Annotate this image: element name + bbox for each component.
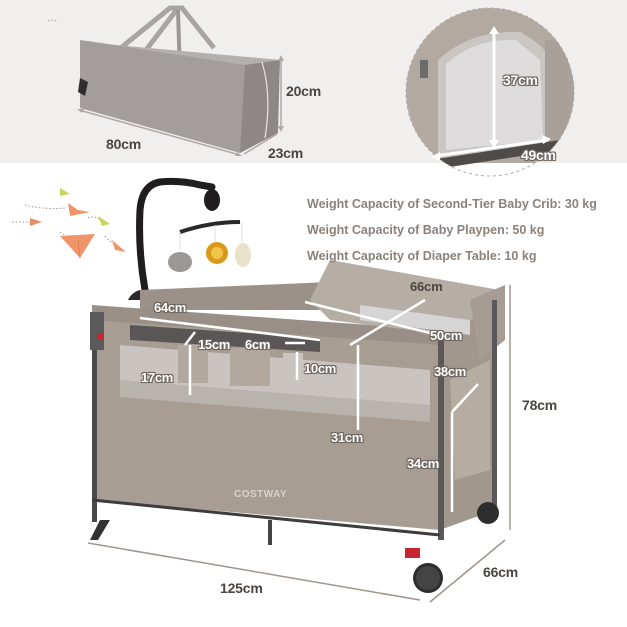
- storage-bag-icon: [77, 5, 284, 156]
- tier-depth-label: 31cm: [331, 430, 364, 445]
- bag-height-label: 20cm: [286, 83, 322, 99]
- organizer-width-label: 15cm: [198, 337, 231, 352]
- paper-planes-icon: [12, 19, 126, 259]
- dimension-arrows-grey: [87, 285, 511, 603]
- total-depth-label: 66cm: [483, 564, 519, 580]
- total-length-label: 125cm: [220, 580, 263, 596]
- table-length-label: 66cm: [410, 279, 443, 294]
- travel-crib-icon: [90, 260, 505, 593]
- bag-length-label: 80cm: [106, 136, 142, 152]
- table-width-label: 50cm: [430, 328, 463, 343]
- door-detail-icon: [405, 7, 575, 177]
- crib-mobile-icon: [128, 177, 251, 300]
- side-pocket-height-label: 34cm: [407, 456, 440, 471]
- organizer-gap-label: 6cm: [245, 337, 271, 352]
- dimension-arrows-white: [139, 298, 479, 512]
- brand-logo: COSTWAY: [234, 489, 288, 500]
- side-pocket-width-label: 38cm: [434, 364, 467, 379]
- bag-depth-label: 23cm: [268, 145, 304, 161]
- spec-second-tier: Weight Capacity of Second-Tier Baby Crib…: [307, 197, 597, 211]
- door-width-label: 49cm: [521, 147, 556, 163]
- tier-length-label: 64cm: [154, 300, 187, 315]
- door-height-label: 37cm: [503, 72, 538, 88]
- spec-diaper-table: Weight Capacity of Diaper Table: 10 kg: [307, 249, 537, 263]
- total-height-label: 78cm: [522, 397, 558, 413]
- spec-playpen: Weight Capacity of Baby Playpen: 50 kg: [307, 223, 545, 237]
- pocket-height-label: 10cm: [304, 361, 337, 376]
- organizer-height-label: 17cm: [141, 370, 174, 385]
